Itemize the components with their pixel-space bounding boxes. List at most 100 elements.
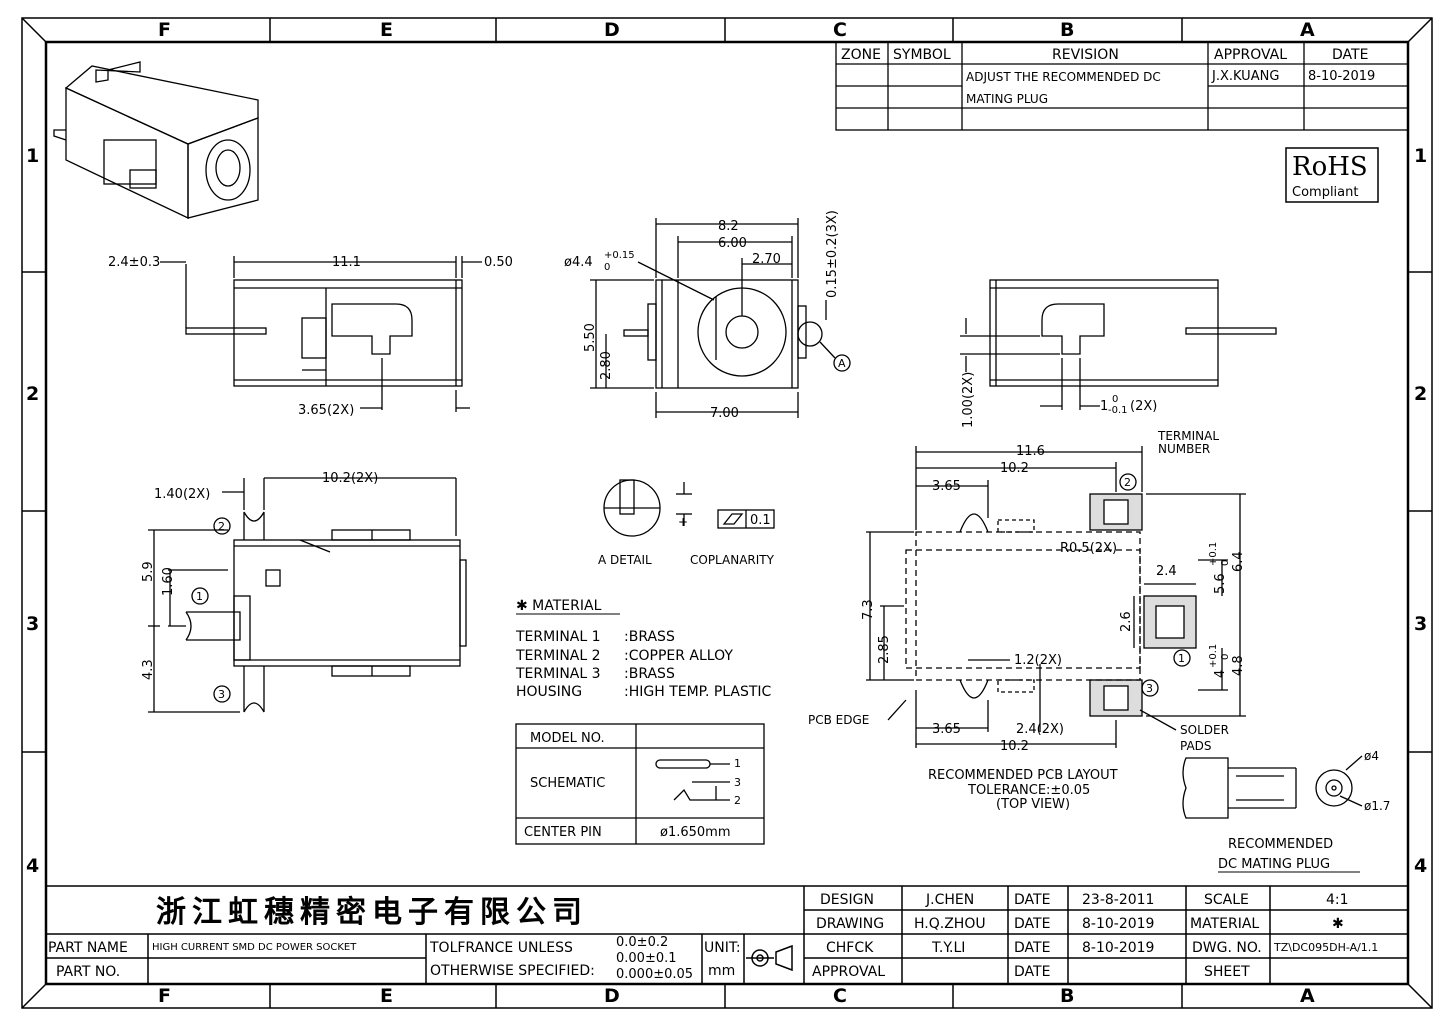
- dims-front-d5-50-text: 5.50: [583, 323, 598, 352]
- zones-rows-3-text: 4: [26, 855, 39, 877]
- side-view-left: 2.4±0.3 11.1 0.50 3.65(2X): [108, 255, 513, 418]
- model-table-pins-0-text: 1: [734, 757, 741, 770]
- model-table-pins-2-text: 2: [734, 794, 741, 807]
- zone-labels: F E D C B A F E D C B A 1 2 3 4 1 2 3 4: [26, 19, 1427, 1007]
- title-block-scale-text: 4:1: [1326, 892, 1349, 908]
- zones-columns-2-text: D: [604, 985, 620, 1007]
- dims-front-datum-text: A: [838, 357, 846, 370]
- detail-label-cop-text: COPLANARITY: [690, 553, 775, 567]
- zones-rows-0-text: 1: [1414, 145, 1427, 167]
- dims-top-view-d1-60-text: 1.60: [161, 567, 176, 596]
- title-block-date-label-text: DATE: [1014, 940, 1050, 956]
- revision-block-headers-approval-text: APPROVAL: [1214, 47, 1287, 63]
- pcb-layout-d2-85-text: 2.85: [877, 635, 892, 664]
- material-rows-2-value-text: :BRASS: [624, 666, 675, 682]
- revision-block-headers-revision-text: REVISION: [1052, 47, 1119, 63]
- zones-rows-2-text: 3: [1414, 613, 1427, 635]
- title-block-unit-value-text: mm: [708, 963, 735, 979]
- title-block-material-text: ✱: [1332, 916, 1344, 932]
- dims-front-d6-00-text: 6.00: [718, 236, 747, 251]
- model-table-center-pin-text: CENTER PIN: [524, 825, 602, 840]
- inner-frame: [44, 40, 1410, 986]
- title-block-unit-label-text: UNIT:: [704, 940, 741, 956]
- zones-columns-0-text: F: [158, 985, 171, 1007]
- dims-front-d4-4-text: ø4.4: [564, 255, 593, 270]
- material-title-text: ✱ MATERIAL: [516, 598, 602, 614]
- zones-rows-2-text: 3: [26, 613, 39, 635]
- pcb-layout-d10-2-top-text: 10.2: [1000, 461, 1029, 476]
- pcb-layout: TERMINAL NUMBER 11.6 10.2 3.65 R0.5(2X) …: [808, 429, 1246, 812]
- zones-columns-2-text: D: [604, 19, 620, 41]
- dims-front-d7-00-text: 7.00: [710, 406, 739, 421]
- title-block-dates-1-text: 8-10-2019: [1082, 916, 1154, 932]
- pcb-layout-d2-6-text: 2.6: [1119, 611, 1134, 632]
- pcb-layout-d4-text: 4: [1213, 670, 1228, 678]
- pcb-layout-d5-6-tol-bot-text: 0: [1220, 560, 1231, 566]
- zones-columns-1-text: E: [380, 985, 393, 1007]
- dims-top-view-d1-40-text: 1.40(2X): [154, 487, 210, 502]
- revision-block-date-text: 8-10-2019: [1308, 69, 1375, 84]
- dims-front-d2-80-text: 2.80: [599, 351, 614, 380]
- rohs-title-text: RoHS: [1292, 152, 1368, 182]
- dims-side-right-d1-tol-top-text: 0: [1112, 394, 1118, 405]
- pcb-layout-d5-6-tol-top-text: +0.1: [1208, 542, 1219, 566]
- mating-plug-caption1-text: RECOMMENDED: [1228, 837, 1333, 852]
- zones-columns-5-text: A: [1300, 985, 1315, 1007]
- title-block-names-0-text: J.CHEN: [925, 892, 974, 908]
- title-block-part-no-label-text: PART NO.: [56, 964, 120, 980]
- pcb-layout-terminal-number-line1-text: TERMINAL: [1157, 429, 1219, 443]
- model-table-pins-1-text: 3: [734, 776, 741, 789]
- dims-top-view-d4-3-text: 4.3: [141, 659, 156, 680]
- dims-side-right-d1-suffix-text: (2X): [1130, 399, 1157, 414]
- title-block-tol-v3-text: 0.000±0.05: [616, 967, 693, 982]
- dims-side-left-d3-65-text: 3.65(2X): [298, 403, 354, 418]
- zones-columns-3-text: C: [833, 985, 847, 1007]
- rohs-subtitle-text: Compliant: [1292, 185, 1358, 200]
- dims-side-left-d2-4-text: 2.4±0.3: [108, 255, 160, 270]
- zones-columns-4-text: B: [1060, 985, 1074, 1007]
- material-rows-2-name-text: TERMINAL 3: [515, 666, 601, 682]
- title-block-roles-0-text: DESIGN: [820, 892, 874, 908]
- revision-block-revision-line1-text: ADJUST THE RECOMMENDED DC: [966, 70, 1161, 84]
- dims-top-view-n3-text: 3: [218, 688, 225, 701]
- pcb-layout-r0-5-text: R0.5(2X): [1060, 541, 1117, 556]
- zones-rows-0-text: 1: [26, 145, 39, 167]
- top-view: 1.40(2X) 10.2(2X) 5.9 1.60 4.3 2 1 3: [141, 471, 467, 713]
- revision-block: ZONE SYMBOL REVISION APPROVAL DATE ADJUS…: [835, 41, 1409, 131]
- dims-top-view-d5-9-text: 5.9: [141, 561, 156, 582]
- model-table-center-pin-value-text: ø1.650mm: [660, 825, 731, 840]
- pcb-layout-caption1-text: RECOMMENDED PCB LAYOUT: [928, 768, 1118, 783]
- title-block-date-label-text: DATE: [1014, 964, 1050, 980]
- title-block-roles-3-text: APPROVAL: [812, 964, 885, 980]
- pcb-layout-d4-tol-bot-text: 0: [1220, 654, 1231, 660]
- title-block-roles-1-text: DRAWING: [816, 916, 884, 932]
- title-block-date-label-text: DATE: [1014, 892, 1050, 908]
- pcb-layout-n2-text: 2: [1124, 476, 1131, 489]
- front-view: 8.2 6.00 2.70 ø4.4 +0.15 0 0.15±0.2(3X) …: [564, 210, 851, 421]
- zones-rows-1-text: 2: [1414, 383, 1427, 405]
- pcb-layout-d5-6-text: 5.6: [1213, 573, 1228, 594]
- title-block-part-name-label-text: PART NAME: [48, 940, 128, 956]
- material-rows-0-name-text: TERMINAL 1: [515, 629, 601, 645]
- title-block-scale-label-text: SCALE: [1204, 892, 1249, 908]
- title-block-sheet-label-text: SHEET: [1204, 964, 1250, 980]
- zones-rows-3-text: 4: [1414, 855, 1427, 877]
- material-rows-0-value-text: :BRASS: [624, 629, 675, 645]
- mating-plug: ø4 ø1.7 RECOMMENDED DC MATING PLUG: [1182, 749, 1390, 873]
- pcb-layout-d7-3-text: 7.3: [861, 599, 876, 620]
- title-block-dwg-label-text: DWG. NO.: [1192, 940, 1262, 956]
- title-block-dwg-text: TZ\DC095DH-A/1.1: [1273, 941, 1378, 954]
- revision-block-headers-date-text: DATE: [1332, 47, 1368, 63]
- pcb-layout-caption3-text: (TOP VIEW): [996, 797, 1070, 812]
- title-block-dates-0-text: 23-8-2011: [1082, 892, 1154, 908]
- model-table-schematic-text: SCHEMATIC: [530, 776, 605, 791]
- dims-side-right-d1-00-text: 1.00(2X): [961, 372, 976, 428]
- title-block-part-name-text: HIGH CURRENT SMD DC POWER SOCKET: [152, 942, 357, 953]
- dims-side-left-d0-50-text: 0.50: [484, 255, 513, 270]
- dims-front-d4-4-tol-bot-text: 0: [604, 262, 610, 273]
- dims-front-d0-15-text: 0.15±0.2(3X): [825, 210, 840, 298]
- pcb-layout-solder-pads-line1-text: SOLDER: [1180, 723, 1229, 737]
- pcb-layout-d11-6-text: 11.6: [1016, 444, 1045, 459]
- pcb-layout-d1-2-text: 1.2(2X): [1014, 653, 1062, 668]
